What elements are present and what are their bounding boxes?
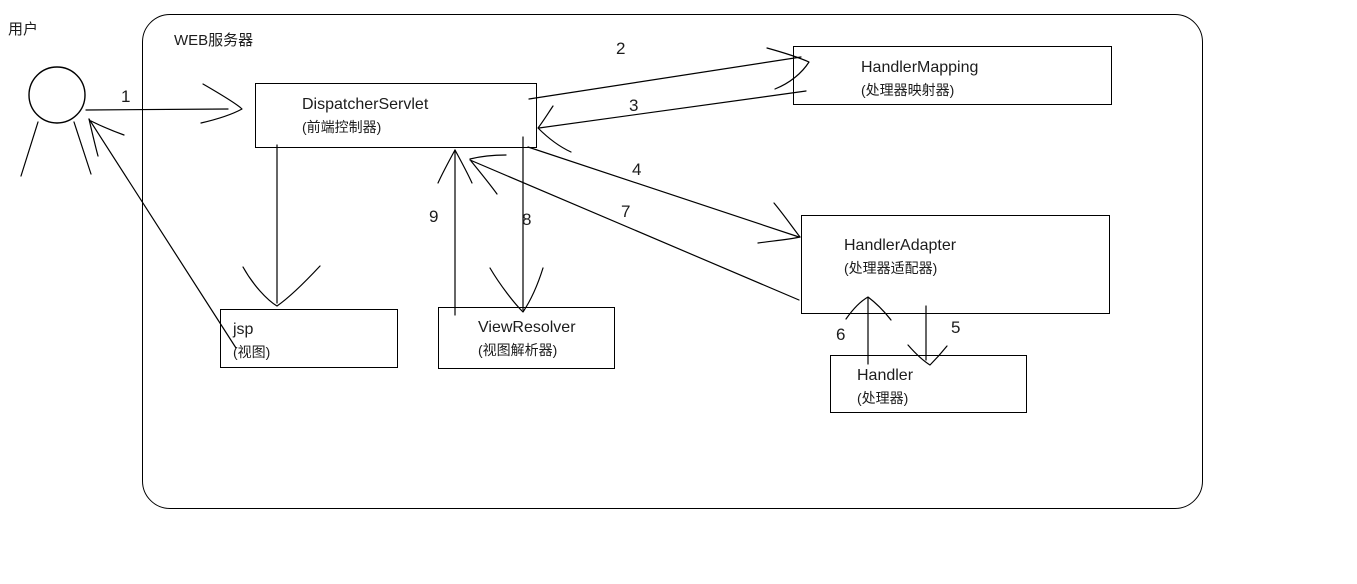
step-label-3: 3 [629,96,639,115]
step-label-9: 9 [429,207,439,226]
node-jsp: jsp (视图) [220,309,398,368]
node-title: ViewResolver [478,319,576,336]
arrow-to-jsp [242,144,321,307]
arrow-response-to-user [88,118,237,349]
step-label-5: 5 [951,318,961,337]
arrow-7 [469,154,800,301]
node-subtitle: (前端控制器) [302,119,382,135]
step-label-8: 8 [522,210,532,229]
user-actor-label: 用户 [8,21,39,38]
arrow-2 [528,47,810,100]
step-label-4: 4 [632,160,642,179]
web-server-label: WEB服务器 [174,32,254,49]
node-subtitle: (视图) [233,344,271,360]
node-handler-mapping: HandlerMapping (处理器映射器) [793,46,1112,105]
arrow-9 [437,149,473,316]
node-handler-adapter: HandlerAdapter (处理器适配器) [801,215,1110,314]
user-actor-icon [20,66,92,177]
web-server-boundary [142,14,1203,509]
node-handler: Handler (处理器) [830,355,1027,413]
node-subtitle: (处理器适配器) [844,260,938,276]
node-subtitle: (处理器) [857,390,909,406]
node-subtitle: (处理器映射器) [861,82,955,98]
step-label-7: 7 [621,202,631,221]
node-view-resolver: ViewResolver (视图解析器) [438,307,615,369]
step-label-1: 1 [121,87,131,106]
arrow-5 [907,305,948,366]
node-title: DispatcherServlet [302,96,429,113]
step-label-6: 6 [836,325,846,344]
arrow-8 [489,136,544,313]
node-dispatcher-servlet: DispatcherServlet (前端控制器) [255,83,537,148]
arrow-3 [537,90,807,153]
arrow-1-request [85,83,243,124]
arrow-6 [845,296,892,365]
node-title: HandlerMapping [861,59,979,76]
node-title: HandlerAdapter [844,237,957,254]
node-title: Handler [857,367,914,384]
arrow-4 [527,146,801,244]
node-subtitle: (视图解析器) [478,342,558,358]
node-title: jsp [233,321,254,338]
step-label-2: 2 [616,39,626,58]
